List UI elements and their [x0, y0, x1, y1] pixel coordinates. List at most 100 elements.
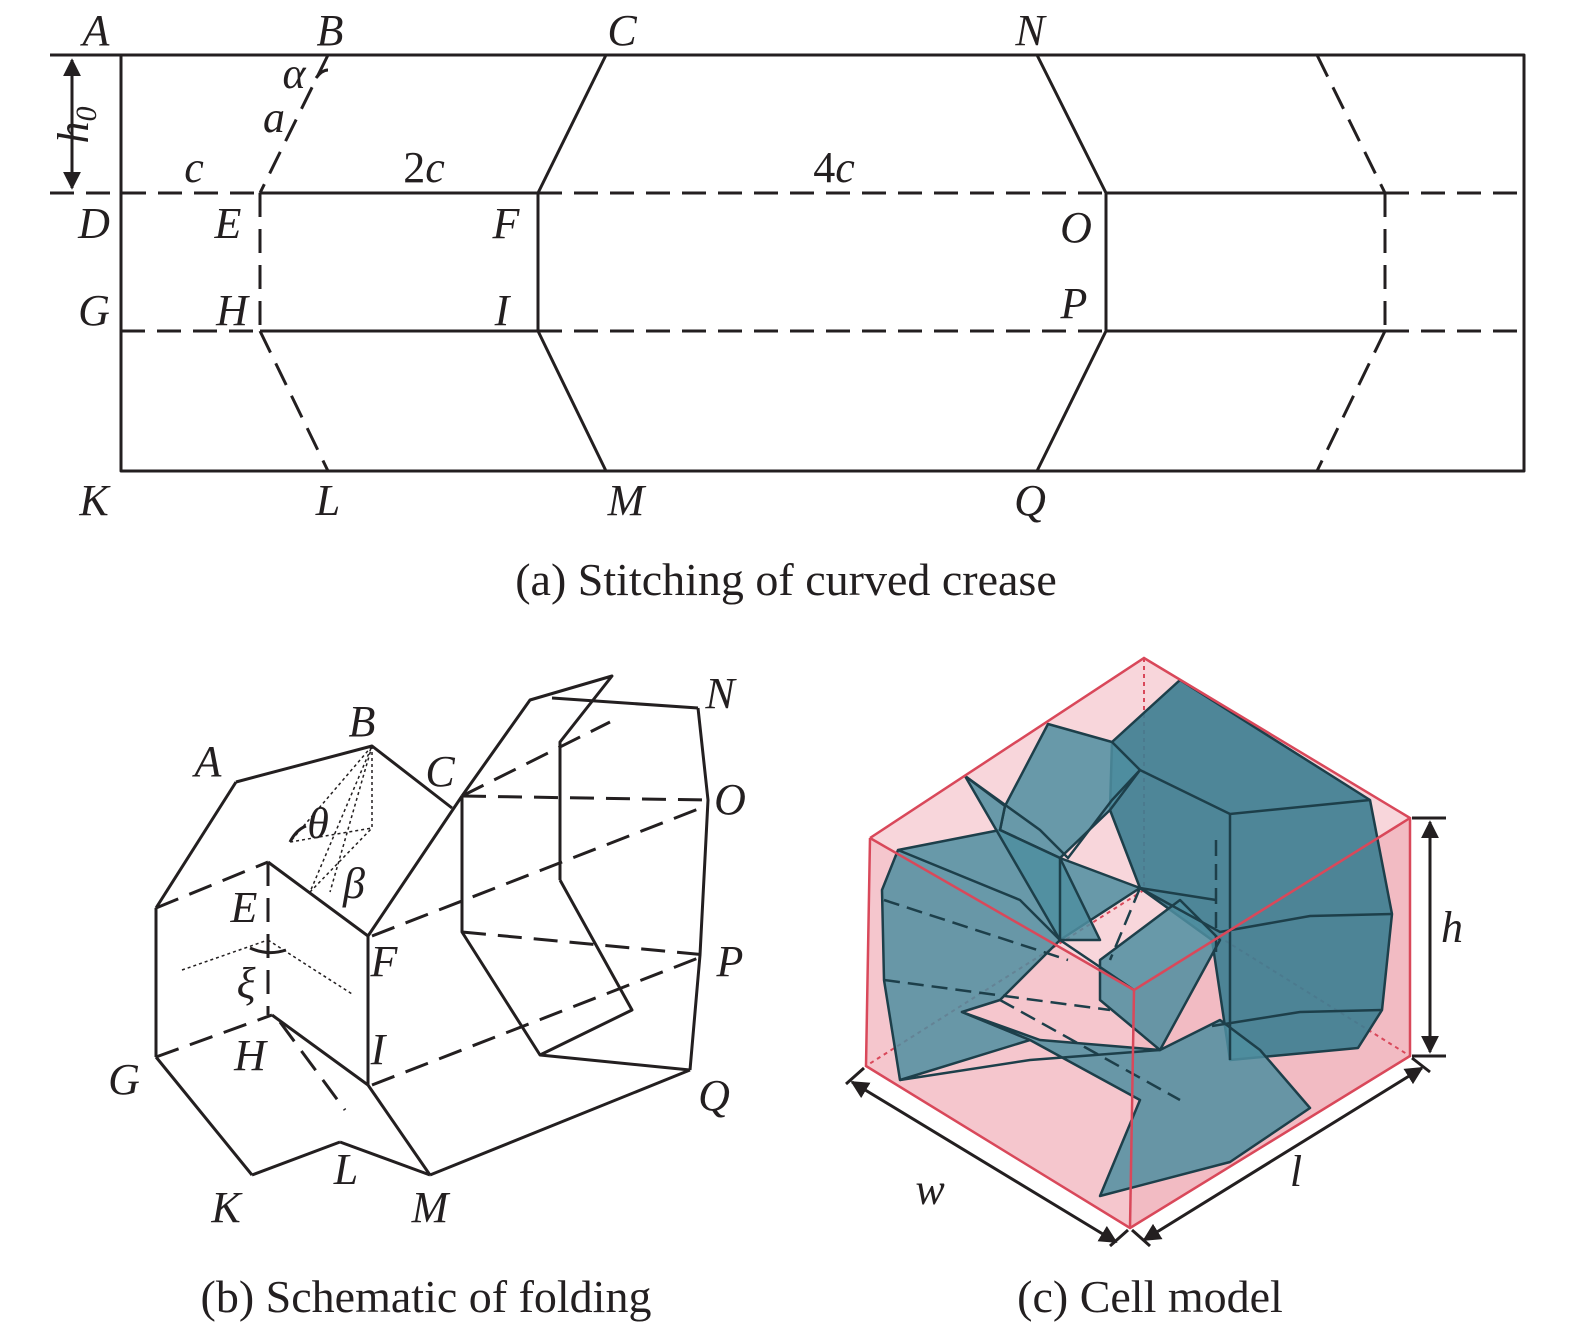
dash-c-n — [461, 720, 611, 798]
label-b-G: G — [108, 1055, 140, 1104]
edge-left-e-dash — [155, 860, 269, 910]
label-a-K: K — [78, 476, 111, 525]
dash-i-p — [371, 953, 707, 1087]
xi-construction-right — [267, 939, 353, 995]
label-a-O: O — [1060, 203, 1092, 252]
label-b-beta: β — [342, 859, 365, 908]
dash-f-o — [371, 804, 707, 938]
xi-angle-arc — [249, 946, 287, 955]
cell-crease-inner-step — [1139, 886, 1217, 902]
edge-h-l-dash — [278, 1021, 347, 1111]
label-a-M: M — [607, 476, 647, 525]
right-module-outline — [460, 796, 691, 1072]
edge-g-k — [154, 1056, 254, 1176]
label-a-4c: 4c — [813, 143, 855, 192]
edge-g-h-dash — [155, 1013, 273, 1059]
right-flap — [460, 674, 614, 880]
label-a-2c: 2c — [403, 143, 445, 192]
caption-c: (c) Cell model — [1017, 1271, 1283, 1322]
label-b-E: E — [230, 883, 258, 932]
w-dimension-arrow — [850, 1080, 1118, 1244]
label-c-h: h — [1441, 903, 1463, 952]
label-a-H: H — [215, 286, 250, 335]
theta-angle-arc — [288, 824, 307, 843]
l-dimension-arrow — [1142, 1066, 1424, 1242]
panel-a-crease-pattern: h0 A B C N α a c 2c 4c D E F O G H I P K… — [49, 6, 1526, 605]
label-c-w: w — [915, 1165, 945, 1214]
edge-i-m — [366, 1084, 432, 1176]
label-b-P: P — [716, 937, 744, 986]
label-a-c: c — [184, 143, 204, 192]
dash-inner-p — [461, 930, 707, 957]
l-tick-left — [1131, 1228, 1151, 1248]
edge-f-c — [366, 795, 464, 937]
edge-n-top — [551, 696, 699, 710]
crease-n-o — [1035, 54, 1108, 194]
edge-l-m — [339, 1140, 431, 1177]
label-a-A: A — [80, 6, 111, 55]
label-a-P: P — [1060, 279, 1088, 328]
h0-label: h0 — [49, 107, 103, 144]
edge-h-i — [271, 1013, 369, 1087]
sheet-outline — [119, 53, 1526, 473]
cell-crease-low — [1211, 1008, 1383, 1028]
alpha-angle-arc — [314, 68, 329, 79]
label-b-K: K — [210, 1183, 243, 1232]
panel-c-cell-model: h w l (c) Cell model — [845, 656, 1463, 1322]
label-a-F: F — [492, 199, 521, 248]
label-a-L: L — [315, 476, 340, 525]
dash-c-o — [461, 794, 707, 802]
label-b-F: F — [370, 937, 399, 986]
edge-a-left — [154, 781, 238, 909]
label-a-a: a — [263, 93, 285, 142]
label-b-L: L — [333, 1145, 358, 1194]
panel-b-folding-schematic: A B C N O θ β E F P ξ G H I Q K L M (b) … — [108, 669, 746, 1322]
edge-k-l — [251, 1140, 341, 1177]
label-b-C: C — [425, 747, 455, 796]
edge-e-top — [267, 860, 369, 938]
crease-h-l — [258, 330, 330, 472]
w-tick-left — [845, 1066, 865, 1086]
crease-c-f — [536, 54, 608, 194]
label-b-theta: θ — [307, 799, 329, 848]
label-a-Q: Q — [1014, 476, 1046, 525]
label-a-I: I — [494, 286, 512, 335]
cell-crease-left — [897, 848, 1135, 992]
crease-right-bottom-diag — [1315, 330, 1387, 472]
cell-hidden-crease-5 — [1108, 887, 1142, 961]
label-a-alpha: α — [282, 49, 306, 98]
theta-construction — [288, 745, 373, 893]
label-a-N: N — [1014, 6, 1047, 55]
label-b-H: H — [233, 1031, 268, 1080]
label-b-xi: ξ — [237, 959, 256, 1008]
label-b-M: M — [411, 1183, 451, 1232]
cell-crease-mid — [1139, 886, 1393, 934]
cell-crease-front — [899, 1048, 1161, 1082]
caption-a: (a) Stitching of curved crease — [515, 554, 1057, 605]
cell-back-right-panel — [1108, 678, 1394, 1062]
label-b-N: N — [704, 669, 737, 718]
cell-hidden-crease-1 — [883, 898, 1069, 962]
crease-b-e — [258, 54, 330, 194]
right-module-edge — [688, 707, 710, 1071]
w-tick-right — [1109, 1228, 1129, 1248]
crease-i-m — [536, 330, 608, 472]
label-a-D: D — [77, 199, 110, 248]
label-b-I: I — [370, 1025, 388, 1074]
cell-hidden-crease-2 — [883, 978, 1111, 1012]
label-b-O: O — [714, 775, 746, 824]
label-a-G: G — [78, 286, 110, 335]
label-b-B: B — [349, 697, 376, 746]
label-a-E: E — [214, 199, 242, 248]
box-visible-outline — [864, 656, 1412, 1230]
beta-construction — [329, 745, 373, 893]
label-b-Q: Q — [698, 1071, 730, 1120]
label-a-B: B — [317, 6, 344, 55]
l-tick-right — [1411, 1056, 1431, 1074]
crease-p-q — [1035, 330, 1108, 472]
right-inner-zigzag — [539, 879, 634, 1057]
crease-right-top-diag — [1315, 54, 1387, 194]
outline-a-b-c — [235, 744, 453, 810]
box-front-vertical-edge — [1128, 989, 1136, 1229]
